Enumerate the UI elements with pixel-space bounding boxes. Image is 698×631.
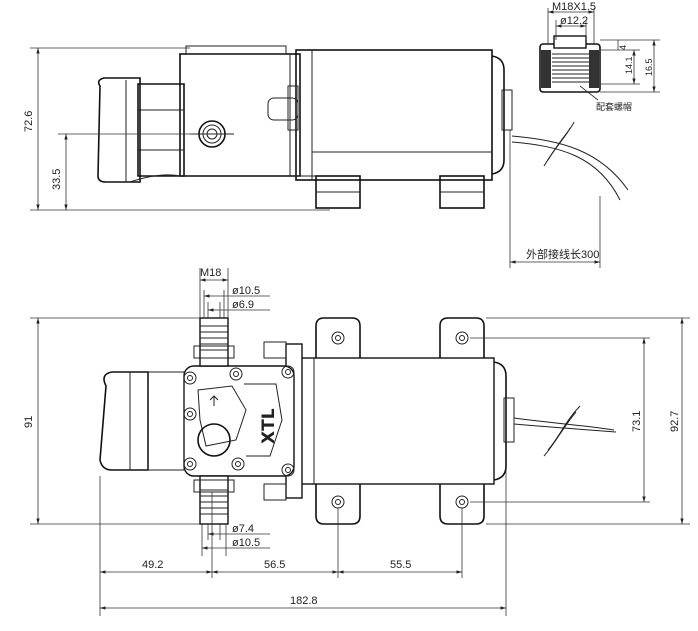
mount-tab-bottom-left: [315, 481, 361, 525]
top-view-pump: [97, 45, 629, 209]
pump-head: [179, 53, 301, 177]
port-thread-label: M18: [200, 267, 221, 279]
outlet-port-top: [199, 317, 229, 367]
inlet-port-bottom: [199, 475, 229, 525]
motor-body-front: [299, 357, 495, 485]
port-inner-bottom: ø7.4: [232, 523, 254, 535]
port-inner-top: ø6.9: [232, 299, 254, 311]
dim-total: 182.8: [290, 595, 318, 607]
brand-logo: XTL: [259, 408, 279, 444]
mount-tab-top-right: [439, 317, 485, 361]
mount-tab-bottom-right: [439, 481, 485, 525]
pressure-switch-front: [99, 371, 149, 471]
dim-inlet-height: 33.5: [51, 169, 63, 190]
flow-arrow-icon: [209, 395, 219, 406]
wire-front-1: [513, 417, 615, 431]
dim-49-2: 49.2: [142, 559, 163, 571]
port-outer-bottom: ø10.5: [232, 537, 260, 549]
motor-body: [295, 49, 493, 181]
front-view-pump: XTL: [99, 317, 617, 525]
port-outer-top: ø10.5: [232, 285, 260, 297]
cap-thread: M18X1.5: [552, 1, 596, 13]
dim-mount-outer: 92.7: [669, 411, 681, 432]
mount-tab-top-left: [315, 317, 361, 361]
dim-mount-inner: 73.1: [631, 411, 643, 432]
dim-height-front: 91: [23, 416, 35, 428]
cap-caption: 配套螺帽: [596, 101, 632, 112]
cap-dim-14-1: 14.1: [624, 56, 634, 74]
cap-dim-16-5: 16.5: [644, 58, 654, 76]
dim-55-5: 55.5: [390, 559, 411, 571]
cap-dim-4: 4: [618, 45, 628, 50]
top-view-dimensions: 72.6 33.5 外部接线长300: [23, 47, 601, 268]
cap-bore: ø12.2: [560, 15, 588, 27]
dim-height-top: 72.6: [23, 111, 35, 132]
pressure-switch: [97, 77, 141, 183]
wire-length-label: 外部接线长300: [526, 247, 599, 261]
wire-1: [511, 135, 629, 191]
front-view-dimensions: M18 ø10.5 ø6.9 ø7.4 ø10.5 91 73.1 92.7: [23, 267, 690, 616]
inlet-chamber: [197, 423, 231, 457]
dim-56-5: 56.5: [264, 559, 285, 571]
cap-detail: M18X1.5 ø12.2 4 14.1 16.5 配套螺帽: [539, 1, 660, 112]
